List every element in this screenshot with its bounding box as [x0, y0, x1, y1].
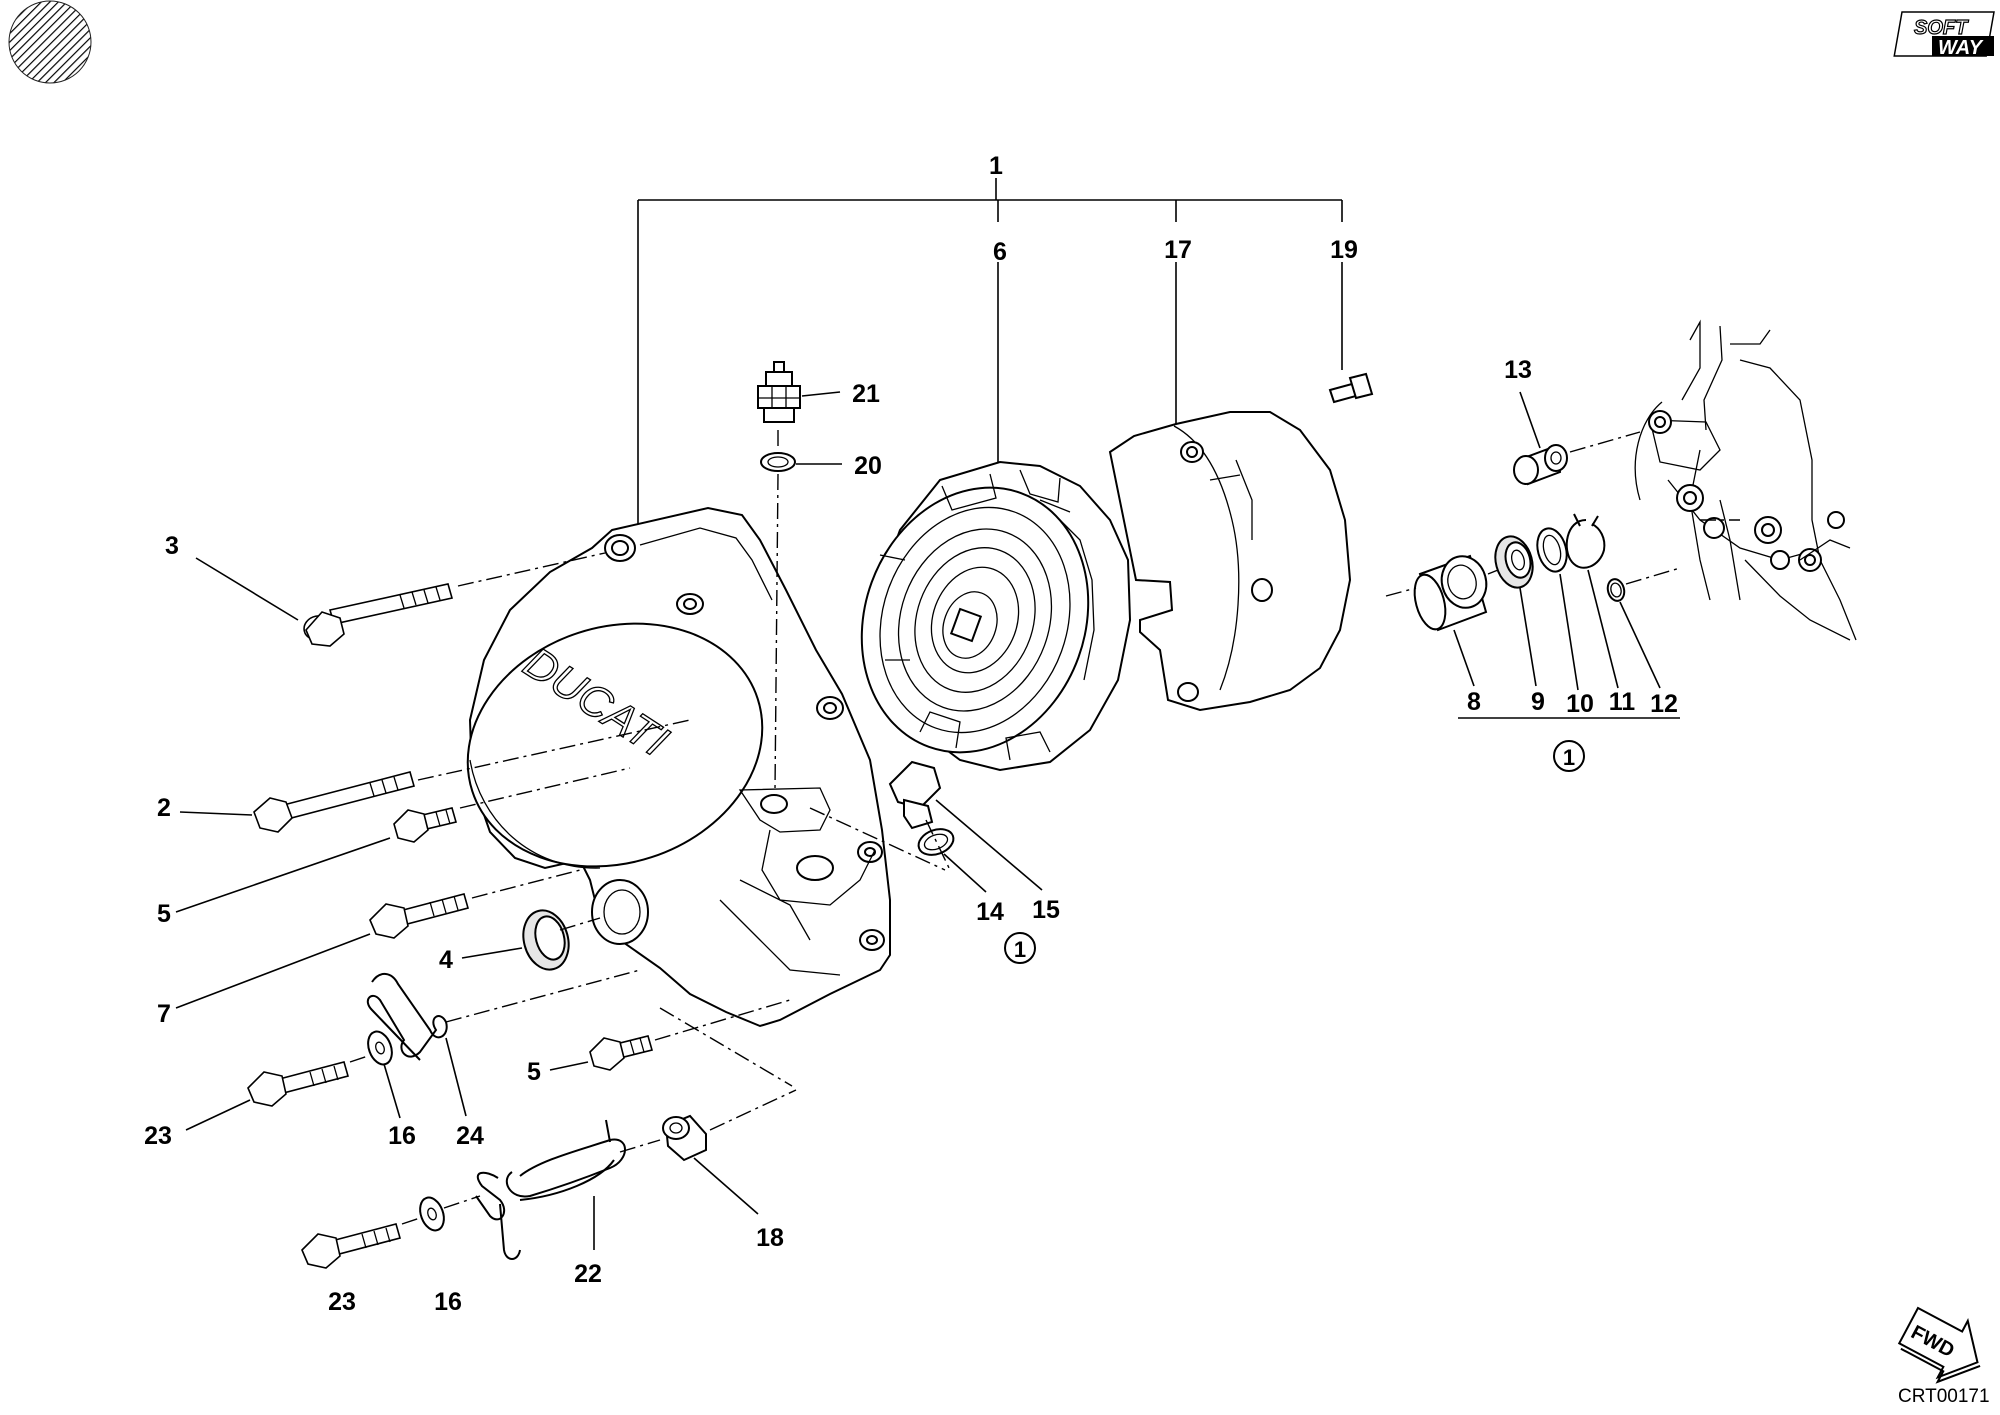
callout-14: 14: [976, 898, 1004, 926]
crankcase-section: [1634, 319, 1857, 641]
clutch-outer-cover: [1108, 411, 1352, 712]
logo-line-2: WAY: [1938, 37, 1984, 59]
seal-9: [1494, 535, 1534, 589]
clutch-cover: DUCATI: [466, 506, 891, 1028]
bush-8: [1413, 554, 1488, 632]
callout-2: 2: [157, 794, 171, 822]
callout-9: 9: [1531, 688, 1545, 716]
callout-24: 24: [456, 1122, 484, 1150]
callout-16-upper: 16: [388, 1122, 416, 1150]
screw-19: [1328, 372, 1374, 404]
callout-3: 3: [165, 532, 179, 560]
kit-marker-center: 1: [1004, 932, 1036, 964]
callout-22: 22: [574, 1260, 602, 1288]
bolt-5-upper: [393, 807, 457, 843]
ring-10: [1536, 527, 1568, 573]
wire-clip-22: [475, 1119, 626, 1260]
callout-11: 11: [1609, 688, 1636, 716]
bolt-23-upper: [247, 1061, 349, 1107]
bush-18: [662, 1114, 707, 1162]
leader-lines: [175, 391, 1680, 1250]
callout-7: 7: [157, 1000, 171, 1028]
fwd-arrow-icon: FWD: [1897, 1306, 1981, 1384]
callout-10: 10: [1566, 690, 1594, 718]
bush-13: [1513, 444, 1568, 486]
clutch-basket: [860, 460, 1132, 772]
o-ring-14: [917, 828, 955, 856]
kit-marker-right: 1: [1553, 740, 1585, 772]
callout-13: 13: [1504, 356, 1532, 384]
kit-marker-right-text: 1: [1563, 745, 1575, 770]
callout-5-upper: 5: [157, 900, 171, 928]
bolt-23-lower: [301, 1223, 401, 1269]
callout-17: 17: [1164, 236, 1192, 264]
callout-15: 15: [1032, 896, 1060, 924]
callout-labels: 1 6 17 19 21 20 3 2 5 4 7 5 23 16 24 18 …: [144, 152, 1678, 1316]
callout-12: 12: [1650, 690, 1678, 718]
temp-sensor: [757, 361, 801, 423]
bolt-3: [303, 583, 454, 647]
washer-16-upper: [367, 1030, 393, 1066]
hatched-disc-icon: [8, 0, 92, 84]
bolt-7: [369, 893, 469, 939]
oil-seal-4: [522, 909, 570, 971]
washer-16-lower: [419, 1196, 445, 1232]
bolt-5-lower: [589, 1035, 653, 1071]
callout-16-lower: 16: [434, 1288, 462, 1316]
callout-23-lower: 23: [328, 1288, 356, 1316]
callout-18: 18: [756, 1224, 784, 1252]
callout-20: 20: [854, 452, 882, 480]
callout-4: 4: [439, 946, 453, 974]
softway-logo: SOFT WAY: [1893, 11, 1995, 59]
drawing-code: CRT00171: [1898, 1386, 1990, 1407]
filler-plug-15: [888, 760, 942, 830]
o-ring-12: [1606, 578, 1626, 602]
circlip-11: [1565, 513, 1606, 569]
callout-1: 1: [989, 152, 1003, 180]
sealing-washer-20: [760, 452, 796, 472]
callout-21: 21: [852, 380, 880, 408]
assembly-axis-lines: [349, 431, 1740, 1225]
bolt-2: [253, 771, 415, 833]
callout-23-upper: 23: [144, 1122, 172, 1150]
kit-marker-center-text: 1: [1014, 937, 1026, 962]
callout-8: 8: [1467, 688, 1481, 716]
wire-clip-24: [366, 973, 448, 1061]
logo-line-1: SOFT: [1914, 17, 1969, 39]
callout-6: 6: [993, 238, 1007, 266]
callout-5-lower: 5: [527, 1058, 541, 1086]
kit-bracket-1: [637, 178, 1343, 528]
callout-19: 19: [1330, 236, 1358, 264]
